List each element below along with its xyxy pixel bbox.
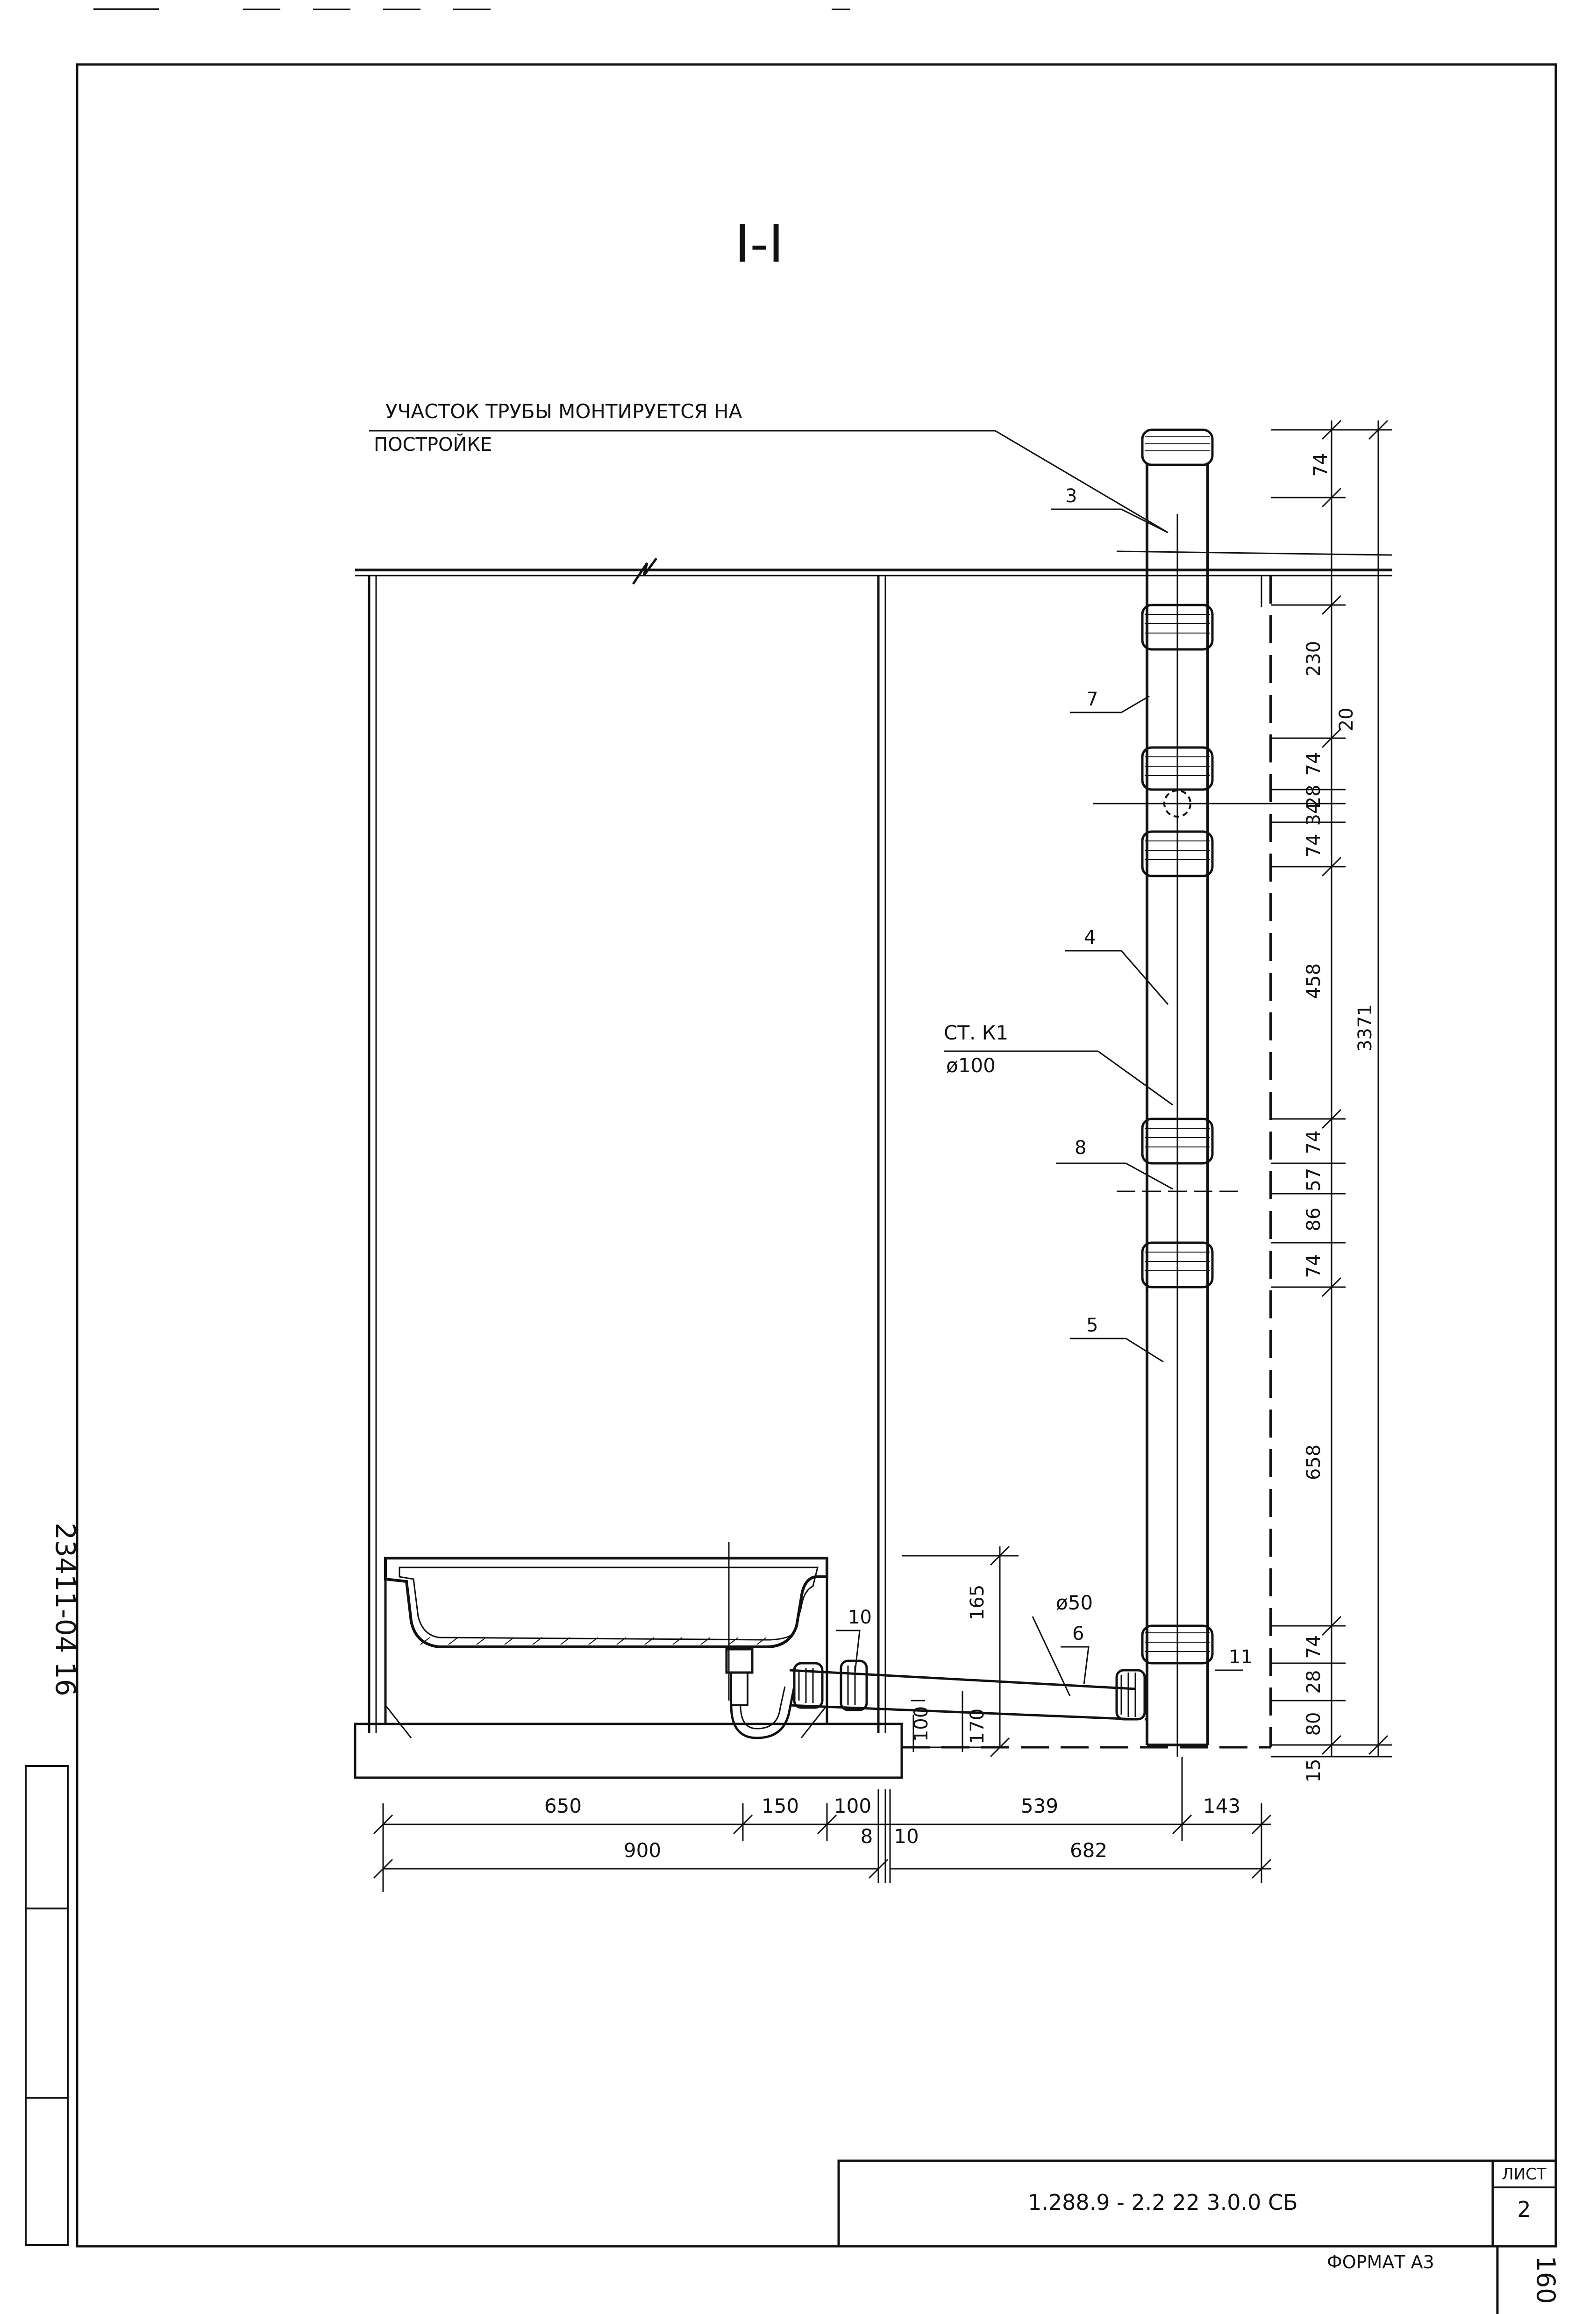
dim-150: 150 <box>762 1794 799 1817</box>
note-line-1: УЧАСТОК ТРУБЫ МОНТИРУЕТСЯ НА <box>385 400 742 423</box>
dim-74c: 74 <box>1303 834 1325 858</box>
side-stamp-box <box>25 1765 69 2246</box>
dim-658: 658 <box>1303 1445 1325 1480</box>
dim-458: 458 <box>1303 963 1325 999</box>
dim-650: 650 <box>544 1794 582 1817</box>
callout-11: 11 <box>1229 1646 1253 1668</box>
dim-20: 20 <box>1336 708 1357 732</box>
dim-57: 57 <box>1303 1168 1325 1192</box>
callout-8: 8 <box>1075 1137 1086 1159</box>
dim-74a: 74 <box>1310 453 1332 477</box>
dim-8: 8 <box>861 1825 873 1848</box>
dim-539: 539 <box>1021 1794 1058 1817</box>
section-title: I-I <box>735 214 784 274</box>
dim-143: 143 <box>1203 1794 1240 1817</box>
dim-34: 34 <box>1303 802 1325 826</box>
dim-230: 230 <box>1303 641 1325 676</box>
callout-3: 3 <box>1065 485 1077 507</box>
dim-74f: 74 <box>1303 1635 1325 1659</box>
dim-3371: 3371 <box>1354 1004 1376 1052</box>
dim-74d: 74 <box>1303 1131 1325 1154</box>
dim-100v: 100 <box>911 1706 932 1742</box>
riser-diameter: ø100 <box>946 1054 996 1077</box>
dim-682: 682 <box>1070 1839 1107 1862</box>
designation: 1.288.9 - 2.2 22 3.0.0 СБ <box>1028 2190 1298 2215</box>
dim-80: 80 <box>1303 1712 1325 1736</box>
callout-10: 10 <box>848 1607 872 1628</box>
dim-28b: 28 <box>1303 1670 1325 1694</box>
sheet-label: ЛИСТ <box>1502 2165 1546 2184</box>
sheet-number: 2 <box>1517 2197 1531 2222</box>
title-block <box>837 2159 1557 2248</box>
dim-74e: 74 <box>1303 1254 1325 1278</box>
dim-15: 15 <box>1303 1759 1325 1783</box>
dim-165: 165 <box>967 1585 988 1620</box>
callout-5: 5 <box>1086 1315 1098 1336</box>
dim-900: 900 <box>624 1839 661 1862</box>
dim-170: 170 <box>967 1709 988 1744</box>
dim-86: 86 <box>1303 1208 1325 1232</box>
callout-6: 6 <box>1072 1623 1084 1645</box>
callout-7: 7 <box>1086 689 1098 710</box>
riser-label: СТ. К1 <box>944 1021 1008 1044</box>
branch-diameter: ø50 <box>1056 1591 1093 1614</box>
callout-4: 4 <box>1084 927 1096 948</box>
dim-74b: 74 <box>1303 752 1325 776</box>
page-number: 160 <box>1531 2256 1560 2304</box>
dim-100h: 100 <box>834 1794 871 1817</box>
dim-10: 10 <box>894 1825 919 1848</box>
format-label: ФОРМАТ А3 <box>1327 2252 1434 2272</box>
note-line-2: ПОСТРОЙКЕ <box>374 433 492 456</box>
side-stamp: 23411-04 16 <box>50 1523 81 1696</box>
sheet-frame <box>76 63 1557 2248</box>
dim-28a: 28 <box>1303 785 1325 809</box>
